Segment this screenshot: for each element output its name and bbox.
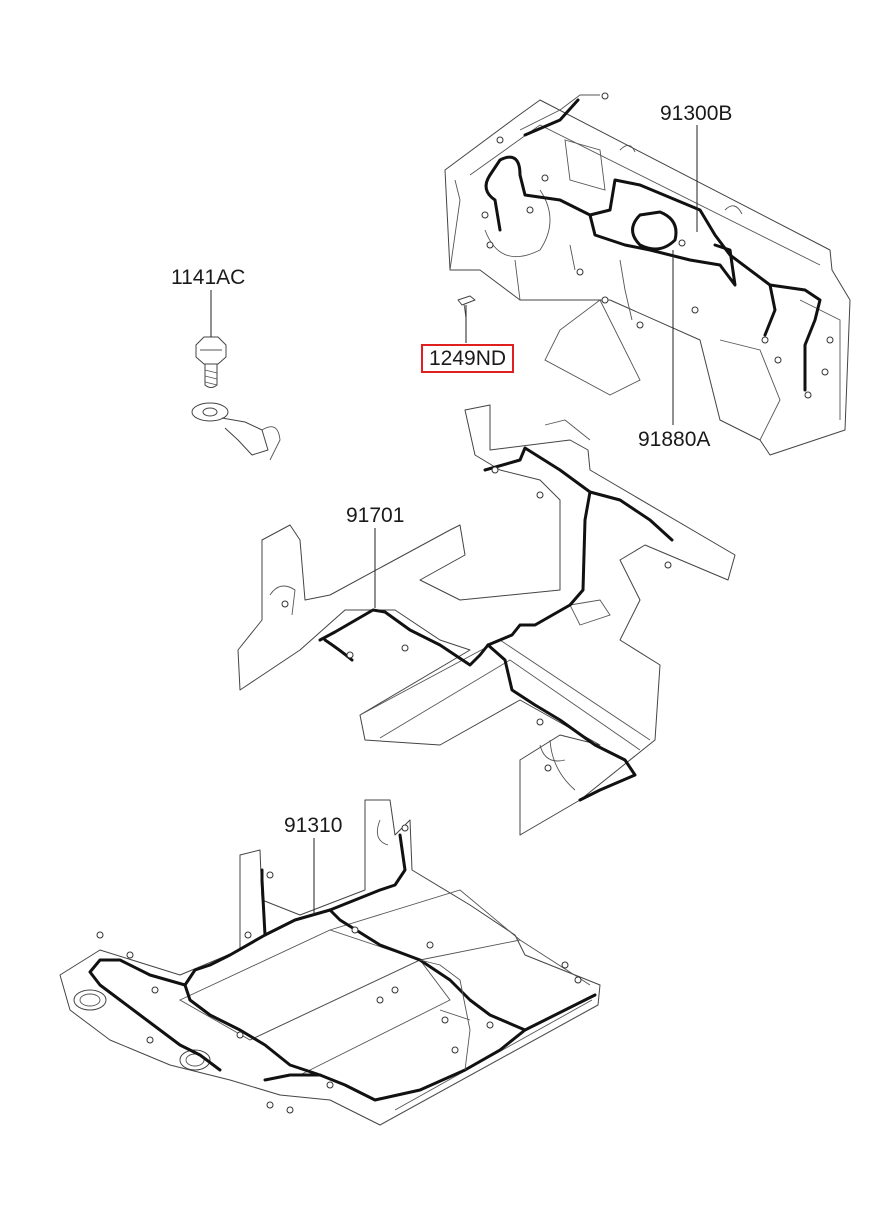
part-label-1249ND[interactable]: 1249ND	[421, 344, 515, 373]
floor-panel-bottom	[59, 799, 601, 1126]
floor-harness-91701	[281, 446, 674, 802]
floor-harness-91310	[88, 824, 597, 1114]
part-label-91310[interactable]: 91310	[284, 814, 343, 837]
dashboard-panel	[444, 99, 851, 456]
part-label-1141AC[interactable]: 1141AC	[171, 266, 246, 289]
part-label-91880A[interactable]: 91880A	[638, 428, 711, 451]
main-harness-91300B	[481, 92, 834, 399]
part-label-91300B[interactable]: 91300B	[660, 102, 733, 125]
part-label-91701[interactable]: 91701	[346, 504, 405, 527]
leader-lines	[210, 125, 698, 915]
bolt-1141AC	[191, 336, 281, 461]
